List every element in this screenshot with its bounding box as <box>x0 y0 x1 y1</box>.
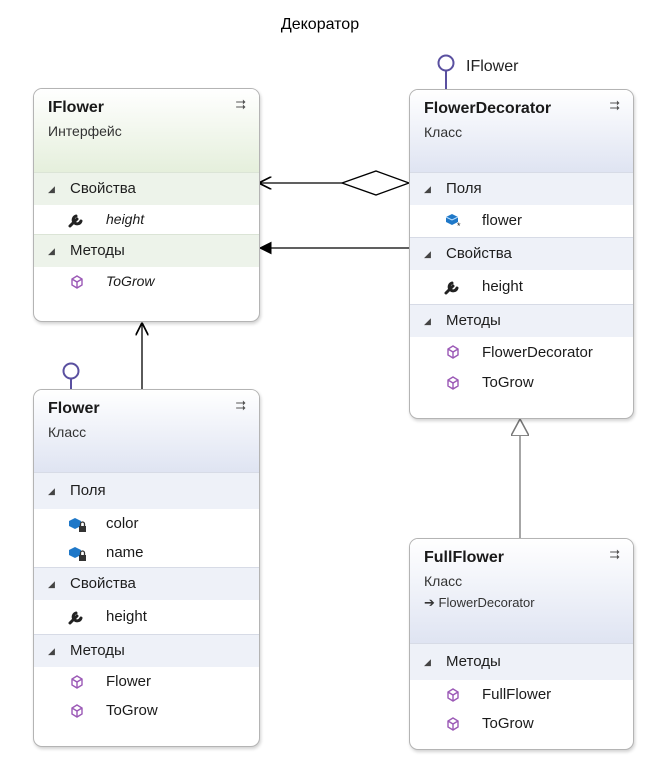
collapse-icon[interactable]: ⮆ <box>235 97 246 112</box>
member-name: ToGrow <box>106 273 155 289</box>
class-name: FlowerDecorator <box>424 100 552 117</box>
flower-class-box[interactable]: Flower Класс ⮆ ◢Поля color name ◢Свойств… <box>33 389 260 747</box>
member-row[interactable]: ToGrow <box>34 696 259 725</box>
expand-triangle-icon[interactable]: ◢ <box>48 646 55 657</box>
class-stereotype: Класс <box>424 573 463 589</box>
section-header[interactable]: ◢Методы <box>410 643 633 680</box>
member-row[interactable]: ToGrow <box>410 368 633 397</box>
base-class: ➔ FlowerDecorator <box>424 595 535 610</box>
section-header[interactable]: ◢Поля <box>34 472 259 509</box>
lollipop-iflower-flower <box>62 362 80 390</box>
expand-triangle-icon[interactable]: ◢ <box>48 246 55 257</box>
class-stereotype: Класс <box>424 124 463 140</box>
collapse-icon[interactable]: ⮆ <box>609 547 620 562</box>
member-name: color <box>106 515 139 532</box>
member-row[interactable]: name <box>34 538 259 567</box>
private-field-icon <box>69 547 86 561</box>
member-name: ToGrow <box>482 374 534 391</box>
member-row[interactable]: height <box>410 270 633 304</box>
member-row[interactable]: color <box>34 509 259 538</box>
member-row[interactable]: Flower <box>34 667 259 696</box>
lollipop-label: IFlower <box>466 58 519 75</box>
member-name: height <box>106 211 145 227</box>
private-field-icon <box>69 518 86 532</box>
section-header[interactable]: ◢Свойства <box>34 567 259 600</box>
section-header[interactable]: ◢Свойства <box>410 237 633 270</box>
lollipop-iflower-decorator <box>437 54 455 90</box>
method-cube-icon <box>447 688 459 702</box>
member-row[interactable]: height <box>34 600 259 634</box>
member-row[interactable]: ToGrow <box>410 709 633 738</box>
section-header[interactable]: ◢Методы <box>34 234 259 267</box>
member-row[interactable]: * flower <box>410 205 633 237</box>
section-header[interactable]: ◢Свойства <box>34 172 259 205</box>
iflower-interface-box[interactable]: IFlower Интерфейс ⮆ ◢Свойства height ◢Ме… <box>33 88 260 322</box>
method-cube-icon <box>447 376 459 390</box>
wrench-icon <box>68 214 83 228</box>
section-header[interactable]: ◢Методы <box>410 304 633 337</box>
member-name: ToGrow <box>106 702 158 719</box>
member-row[interactable]: FullFlower <box>410 680 633 709</box>
member-name: Flower <box>106 673 152 690</box>
wrench-icon <box>68 611 83 625</box>
inherits-arrow-icon: ➔ <box>424 595 439 610</box>
expand-triangle-icon[interactable]: ◢ <box>48 184 55 195</box>
member-row[interactable]: FlowerDecorator <box>410 337 633 368</box>
member-name: FlowerDecorator <box>482 344 593 361</box>
expand-triangle-icon[interactable]: ◢ <box>48 579 55 590</box>
member-name: FullFlower <box>482 686 552 703</box>
member-name: height <box>482 278 523 295</box>
collapse-icon[interactable]: ⮆ <box>235 398 246 413</box>
member-name: height <box>106 608 147 625</box>
class-name: FullFlower <box>424 549 504 566</box>
fullflower-class-box[interactable]: FullFlower Класс ➔ FlowerDecorator ⮆ ◢Ме… <box>409 538 634 750</box>
method-cube-icon <box>71 704 83 718</box>
class-stereotype: Класс <box>48 424 87 440</box>
class-name: Flower <box>48 400 100 417</box>
method-cube-icon <box>447 717 459 731</box>
expand-triangle-icon[interactable]: ◢ <box>424 249 431 260</box>
collapse-icon[interactable]: ⮆ <box>609 98 620 113</box>
expand-triangle-icon[interactable]: ◢ <box>48 486 55 497</box>
member-name: ToGrow <box>482 715 534 732</box>
class-name: IFlower <box>48 99 105 116</box>
expand-triangle-icon[interactable]: ◢ <box>424 657 431 668</box>
method-cube-icon <box>71 675 83 689</box>
protected-field-icon: * <box>445 214 461 230</box>
member-row[interactable]: height <box>34 205 259 234</box>
class-stereotype: Интерфейс <box>48 123 122 139</box>
section-header[interactable]: ◢Поля <box>410 172 633 205</box>
flowerdecorator-class-box[interactable]: FlowerDecorator Класс ⮆ ◢Поля * flower ◢… <box>409 89 634 419</box>
aggregation-connector <box>260 170 411 196</box>
wrench-icon <box>444 281 459 295</box>
expand-triangle-icon[interactable]: ◢ <box>424 316 431 327</box>
svg-text:*: * <box>457 221 461 230</box>
member-name: flower <box>482 212 523 229</box>
member-name: name <box>106 544 144 561</box>
expand-triangle-icon[interactable]: ◢ <box>424 184 431 195</box>
section-header[interactable]: ◢Методы <box>34 634 259 667</box>
member-row[interactable]: ToGrow <box>34 267 259 296</box>
method-cube-icon <box>447 345 459 359</box>
method-cube-icon <box>71 275 83 289</box>
diagram-title: Декоратор <box>280 16 360 33</box>
